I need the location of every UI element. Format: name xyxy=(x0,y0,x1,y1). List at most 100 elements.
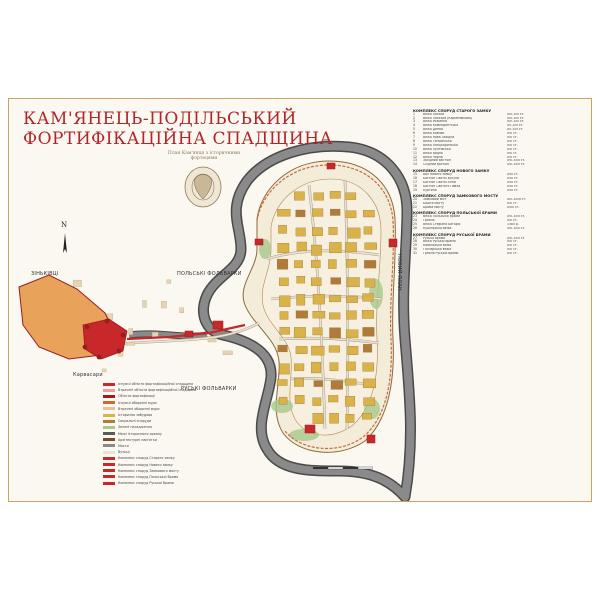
legend-swatch xyxy=(103,382,115,386)
index-date: XVI–XVII ст. xyxy=(507,215,526,219)
block-9-4 xyxy=(347,346,359,355)
legend-item: Комплекс споруд Руської брами xyxy=(103,480,273,486)
road-2 xyxy=(278,337,380,344)
legend-label: Історична забудова xyxy=(118,413,153,418)
legend-label: Сакральні споруди xyxy=(118,419,152,424)
block-9-3 xyxy=(328,345,340,353)
legend-swatch xyxy=(103,450,115,454)
legend-label: Існуючі об'єкти фортифікаційної спадщини xyxy=(118,382,194,387)
index-name: Башта мосту xyxy=(423,201,445,205)
legend-item: Втрачені об'єкти фортифікаційної спадщин… xyxy=(103,387,273,393)
index-number: 30 xyxy=(413,247,417,252)
index-number: 13 xyxy=(413,158,417,163)
north-arrow-icon xyxy=(63,233,67,253)
index-date: XIV–XVI ст. xyxy=(507,120,525,124)
legend-item: Сакральні споруди xyxy=(103,418,273,424)
fort-object-3 xyxy=(366,434,376,444)
block-11-5 xyxy=(362,378,376,389)
block-11-3 xyxy=(330,380,343,390)
index-number: 12 xyxy=(413,154,417,159)
block-9-2 xyxy=(311,345,325,356)
legend-item: Втрачені оборонні мури xyxy=(103,406,273,412)
scale-bar xyxy=(313,456,374,470)
block-11-0 xyxy=(276,379,288,386)
block-12-1 xyxy=(294,395,305,404)
block-6-0 xyxy=(279,295,291,307)
block-12-0 xyxy=(278,396,288,405)
emblem-shield xyxy=(194,174,212,200)
index-date: XV–XVI ст. xyxy=(507,128,524,132)
index-date: XIV–XVI ст. xyxy=(507,112,525,116)
legend-swatch xyxy=(103,469,115,473)
index-number: 24 xyxy=(413,218,417,223)
block-7-5 xyxy=(361,310,374,319)
block-2-3 xyxy=(328,227,338,235)
block-12-4 xyxy=(345,396,356,407)
legend-swatch xyxy=(103,444,115,448)
legend-item: Мости xyxy=(103,443,273,449)
legend-swatch xyxy=(103,432,115,436)
block-10-3 xyxy=(329,362,339,372)
block-7-1 xyxy=(295,310,308,319)
index-number: 5 xyxy=(413,127,415,132)
block-9-5 xyxy=(363,344,373,353)
block-8-5 xyxy=(362,327,375,337)
block-0-4 xyxy=(345,192,357,200)
index-number: 22 xyxy=(413,204,417,209)
block-12-2 xyxy=(312,397,322,406)
fort-object-4 xyxy=(326,162,336,170)
fort-object-6 xyxy=(184,330,194,338)
index-name: Вежа Денна xyxy=(423,128,443,132)
block-1-5 xyxy=(363,210,375,218)
index-date: XVI ст. xyxy=(507,219,518,223)
legend-item: Існуючі об'єкти фортифікаційної спадщини xyxy=(103,381,273,387)
index-number: 18 xyxy=(413,183,417,188)
block-1-4 xyxy=(345,210,357,219)
index-name: Замковий міст xyxy=(423,198,447,201)
label-novyi-plan: НОВИЙ ПЛАН xyxy=(396,254,402,291)
block-10-4 xyxy=(346,361,356,371)
index-number: 7 xyxy=(413,135,415,140)
index-number: 28 xyxy=(413,239,417,244)
block-11-2 xyxy=(313,380,323,387)
index-name: Вежа Тенчинська xyxy=(423,139,452,143)
legend-swatch xyxy=(103,463,115,467)
block-2-5 xyxy=(363,226,373,235)
legend-item: Вулиці xyxy=(103,449,273,455)
legend-swatch xyxy=(103,401,115,405)
block-3-0 xyxy=(277,243,290,254)
compass-needle xyxy=(63,233,67,253)
legend-swatch xyxy=(103,456,115,460)
block-2-1 xyxy=(295,227,306,237)
index-date: 1585 р. xyxy=(507,223,519,227)
block-12-5 xyxy=(363,397,376,406)
block-13-2 xyxy=(312,413,324,424)
index-number: 8 xyxy=(413,138,415,143)
block-2-0 xyxy=(278,225,287,234)
index-number: 16 xyxy=(413,175,417,180)
block-5-2 xyxy=(310,277,322,286)
block-3-1 xyxy=(296,241,307,252)
suburb-block-20 xyxy=(207,338,217,343)
legend-swatch xyxy=(103,394,115,398)
block-4-3 xyxy=(328,259,337,269)
index-number: 2 xyxy=(413,115,415,120)
legend-label: Зелені насадження xyxy=(118,425,152,430)
block-4-5 xyxy=(364,260,377,269)
index-date: XIV–XVI ст. xyxy=(507,116,525,120)
index-name: Вал Нового замку xyxy=(423,172,452,176)
index-name: Ковальська вежа xyxy=(423,244,452,248)
index-name: Східний бастіон xyxy=(423,163,450,167)
